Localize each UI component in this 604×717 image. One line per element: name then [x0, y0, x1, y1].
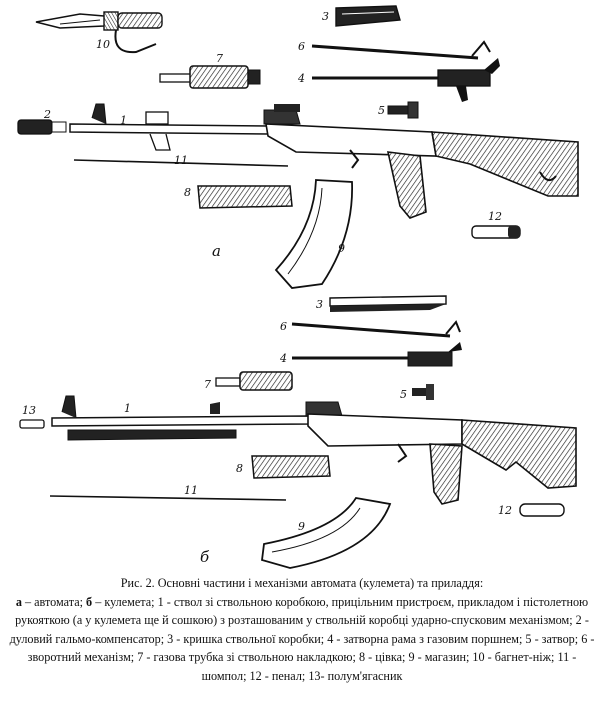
panel-a-rifle-parts	[17, 5, 579, 289]
part-8-handguard-mg	[251, 455, 331, 479]
label-panel-a: a	[212, 242, 221, 260]
part-4-bolt-carrier	[312, 58, 500, 102]
part-1-machinegun-barrel-receiver	[51, 395, 577, 505]
figure-caption: Рис. 2. Основні частини і механізми авто…	[6, 574, 598, 685]
label-7: 7	[216, 52, 223, 65]
caption-text-b: – кулемета;	[92, 594, 155, 609]
label-8: 8	[184, 186, 191, 199]
label-5: 5	[378, 104, 385, 117]
label-3-mg: 3	[316, 298, 323, 311]
label-11: 11	[174, 154, 188, 167]
part-11-cleaning-rod-mg	[49, 495, 287, 501]
part-1-rifle-barrel-receiver	[69, 103, 579, 219]
label-panel-b: б	[200, 548, 210, 566]
label-13: 13	[22, 404, 36, 417]
label-12: 12	[488, 210, 502, 223]
label-6-mg: 6	[280, 320, 287, 333]
part-13-flash-hider	[19, 419, 45, 429]
caption-key-a: а	[15, 594, 22, 609]
panel-b-machinegun-parts	[19, 295, 577, 569]
part-10-bayonet-knife	[35, 11, 163, 54]
label-11-mg: 11	[184, 484, 198, 497]
part-8-handguard	[197, 185, 293, 209]
label-6: 6	[298, 40, 305, 53]
label-3: 3	[322, 10, 329, 23]
part-6-return-mechanism-mg	[291, 320, 461, 338]
label-10: 10	[96, 38, 110, 51]
part-5-bolt	[387, 101, 419, 119]
label-1: 1	[120, 114, 127, 127]
label-5-mg: 5	[400, 388, 407, 401]
part-7-gas-tube-mg	[215, 371, 293, 391]
part-5-bolt-mg	[412, 384, 434, 400]
caption-title: Рис. 2. Основні частини і механізми авто…	[120, 576, 484, 590]
label-2: 2	[43, 108, 51, 121]
part-12-case	[471, 225, 521, 239]
label-9: 9	[338, 242, 345, 255]
part-2-muzzle-brake	[17, 119, 67, 135]
label-12-mg: 12	[498, 504, 512, 517]
label-9-mg: 9	[298, 520, 305, 533]
label-8-mg: 8	[236, 462, 243, 475]
caption-parts-list: 1 - ствол зі ствольною коробкою, приціль…	[9, 594, 595, 683]
label-1-mg: 1	[124, 402, 131, 415]
part-12-case-mg	[519, 503, 565, 517]
part-4-bolt-carrier-mg	[292, 342, 462, 367]
label-4-mg: 4	[279, 352, 287, 365]
caption-key-b: б	[86, 594, 93, 609]
part-3-receiver-cover	[335, 5, 401, 27]
part-11-cleaning-rod	[73, 159, 289, 167]
parts-diagram: 10 3 6 4 7 5 2 1 11 8 9 a 12 3 6 4 7 5 1…	[17, 5, 579, 569]
part-7-gas-tube	[159, 65, 261, 89]
part-9-magazine	[274, 179, 353, 289]
label-7-mg: 7	[204, 378, 211, 391]
part-9-magazine-mg	[261, 497, 392, 569]
caption-text-a: – автомата;	[21, 594, 87, 609]
part-3-receiver-cover-mg	[329, 295, 447, 312]
caption-body: а – автомата; б – кулемета; 1 - ствол зі…	[10, 595, 595, 683]
label-4: 4	[297, 72, 305, 85]
part-6-return-mechanism	[311, 40, 491, 60]
